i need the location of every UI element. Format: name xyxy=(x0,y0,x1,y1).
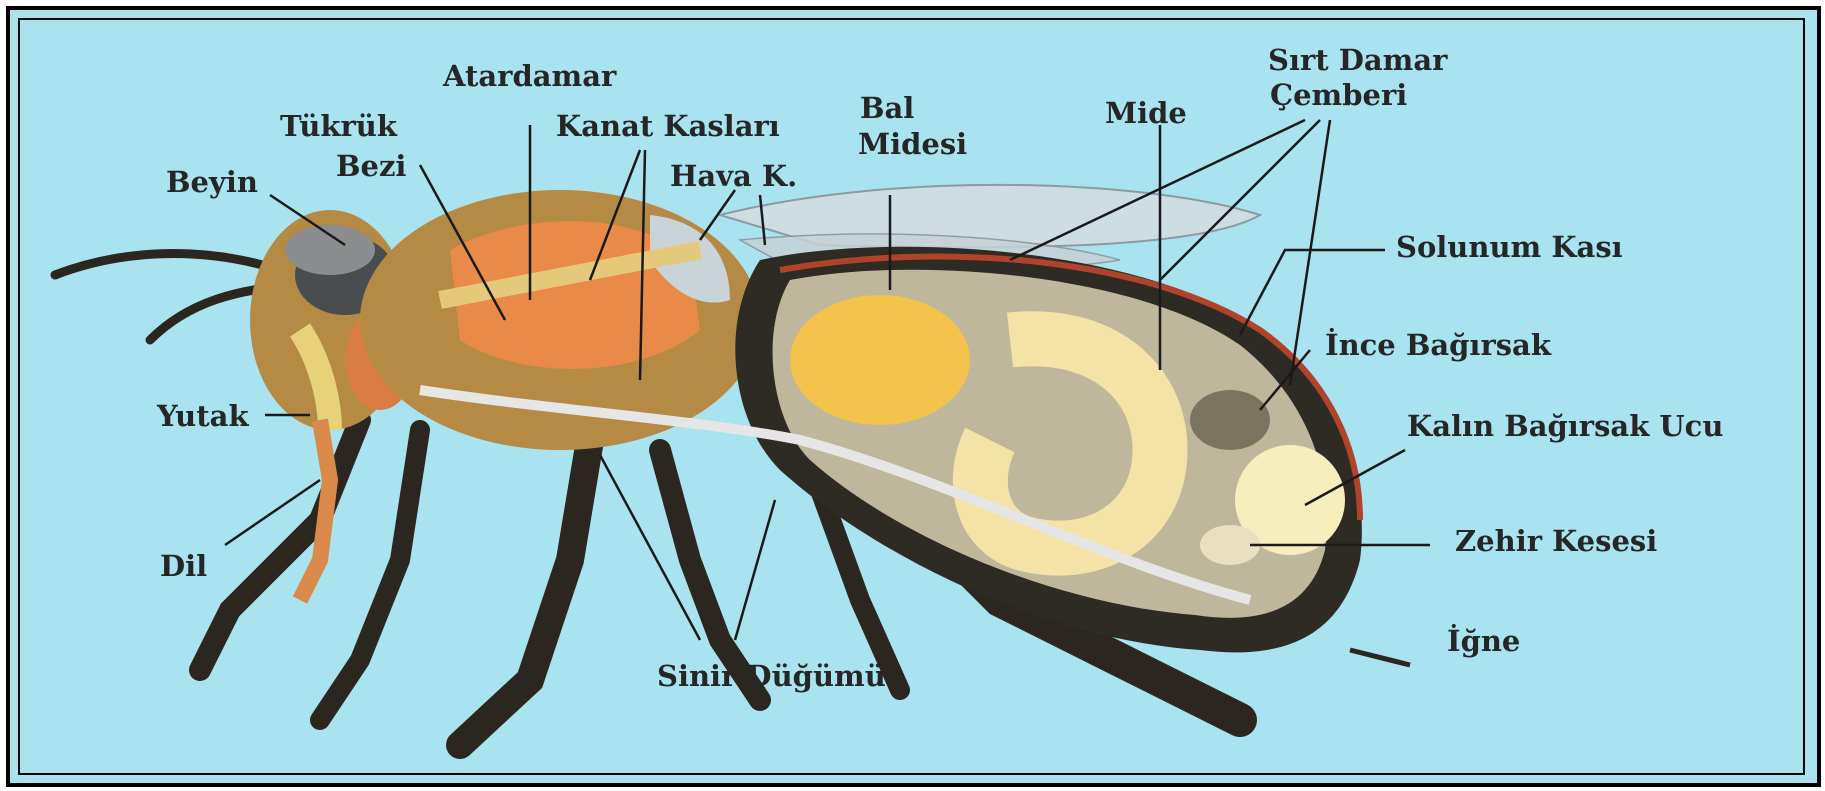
label-sirt-damar-line2: Çemberi xyxy=(1268,79,1447,111)
antenna-left xyxy=(55,254,280,275)
label-sinir-dugumu: Sinir Düğümü xyxy=(657,660,886,692)
label-bal-midesi-line2: Midesi xyxy=(858,128,967,160)
label-kanat-kaslari: Kanat Kasları xyxy=(556,110,780,142)
small-intestine xyxy=(1190,390,1270,450)
leader-solunum-kasi xyxy=(1240,250,1385,335)
brain xyxy=(285,225,375,275)
label-mide: Mide xyxy=(1105,97,1187,129)
leader-sirt-damar-3 xyxy=(1290,120,1330,385)
label-zehir-kesesi: Zehir Kesesi xyxy=(1455,525,1657,557)
label-tukruk-bezi-line1: Tükrük xyxy=(278,110,406,142)
label-bal-midesi: Bal Midesi xyxy=(858,92,967,160)
label-ince-bagirsak: İnce Bağırsak xyxy=(1325,329,1551,361)
label-dil: Dil xyxy=(160,550,207,582)
label-tukruk-bezi: Tükrük Bezi xyxy=(278,110,406,182)
label-solunum-kasi: Solunum Kası xyxy=(1396,231,1623,263)
label-yutak: Yutak xyxy=(157,400,249,432)
honey-stomach xyxy=(790,295,970,425)
leader-sinir-dugumu-2 xyxy=(735,500,775,640)
label-sirt-damar: Sırt Damar Çemberi xyxy=(1268,44,1447,111)
label-hava-k: Hava K. xyxy=(670,160,797,192)
stinger xyxy=(1350,650,1410,665)
front-leg xyxy=(200,420,360,670)
label-igne: İğne xyxy=(1447,625,1520,657)
label-kalin-bagirsak-ucu: Kalın Bağırsak Ucu xyxy=(1407,410,1723,442)
label-beyin: Beyin xyxy=(166,166,258,198)
label-tukruk-bezi-line2: Bezi xyxy=(278,150,406,182)
label-bal-midesi-line1: Bal xyxy=(858,92,967,124)
middle-leg xyxy=(460,440,590,745)
label-atardamar: Atardamar xyxy=(443,60,616,92)
label-sirt-damar-line1: Sırt Damar xyxy=(1268,44,1447,76)
